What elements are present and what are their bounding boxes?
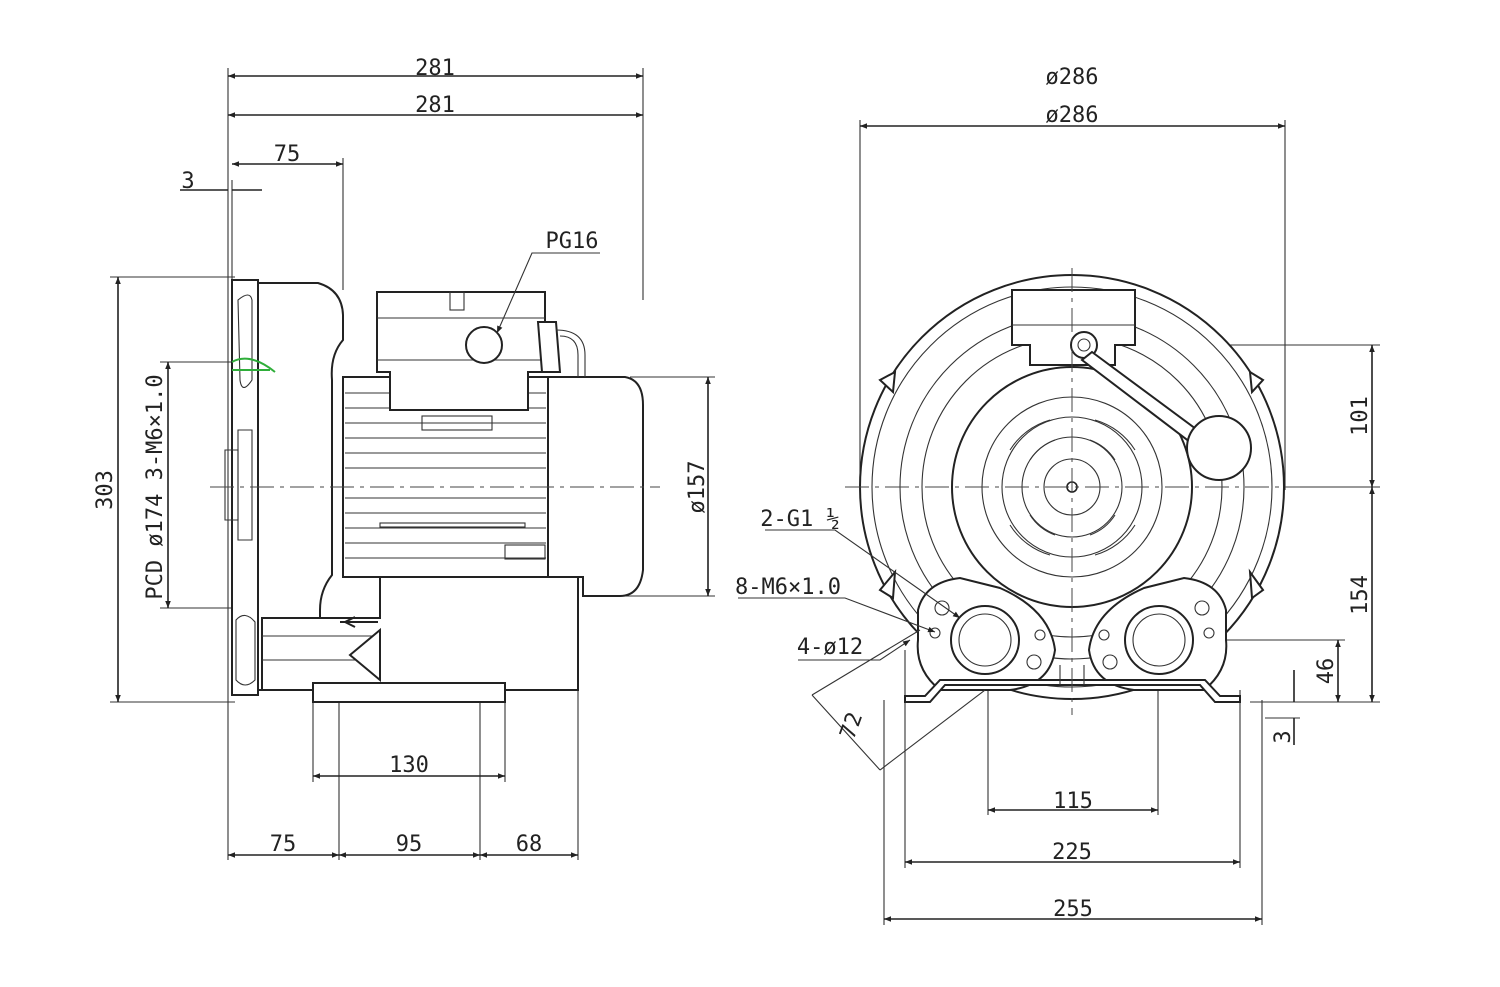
side-dimension-labels: 281 281 75 3 PG16 303 PCD ø174 3-M6×1.0 … bbox=[93, 56, 710, 857]
fan-grille bbox=[1009, 419, 1136, 556]
side-view: 281 281 75 3 PG16 303 PCD ø174 3-M6×1.0 … bbox=[93, 56, 715, 860]
dim-flange-holes: 8-M6×1.0 bbox=[735, 575, 841, 600]
dim-height: 303 bbox=[93, 470, 118, 510]
dim-flange-thickness: 3 bbox=[181, 169, 194, 194]
dim-base-width: 130 bbox=[389, 753, 429, 778]
front-dimension-labels: ø286 ø286 2-G1 ½ 8-M6×1.0 4-ø12 72 101 1… bbox=[735, 65, 1373, 922]
dim-diameter-top: ø286 bbox=[1046, 65, 1099, 90]
front-leaders bbox=[738, 529, 986, 771]
dim-flange-depth: 75 bbox=[274, 142, 301, 167]
dim-box-height: 101 bbox=[1348, 396, 1373, 436]
dim-center-height: 154 bbox=[1348, 575, 1373, 615]
terminal-box bbox=[376, 291, 586, 411]
dim-port-height: 46 bbox=[1314, 658, 1339, 685]
dim-foot-thickness: 3 bbox=[1271, 730, 1296, 743]
outlet-and-base bbox=[261, 576, 579, 703]
dim-offset-front: 75 bbox=[270, 832, 297, 857]
front-dimensions bbox=[860, 123, 1375, 922]
dim-offset-rear: 68 bbox=[516, 832, 543, 857]
front-terminal-box bbox=[1011, 289, 1252, 481]
dim-diameter: ø286 bbox=[1046, 103, 1099, 128]
dim-overall-length-top: 281 bbox=[415, 56, 455, 81]
front-center-lines bbox=[845, 268, 1300, 715]
dim-cable-gland: PG16 bbox=[546, 229, 599, 254]
dim-foot-width: 255 bbox=[1053, 897, 1093, 922]
front-extension-lines bbox=[859, 120, 1380, 925]
dim-hole-spacing: 95 bbox=[396, 832, 423, 857]
side-dimensions bbox=[115, 73, 711, 858]
side-extension-lines bbox=[110, 68, 715, 860]
dim-foot-spacing: 225 bbox=[1052, 840, 1092, 865]
ports-and-feet bbox=[904, 576, 1241, 703]
front-view: ø286 ø286 2-G1 ½ 8-M6×1.0 4-ø12 72 101 1… bbox=[735, 65, 1380, 925]
dim-port-spacing: 72 bbox=[836, 709, 869, 742]
dim-pcd: PCD ø174 3-M6×1.0 bbox=[143, 374, 168, 599]
dim-port-thread: 2-G1 ½ bbox=[760, 507, 839, 532]
gland-leader bbox=[496, 252, 600, 334]
dim-overall-length: 281 bbox=[415, 93, 455, 118]
dim-motor-diameter: ø157 bbox=[685, 461, 710, 514]
dim-mount-holes: 4-ø12 bbox=[797, 635, 863, 660]
dim-foot-inner: 115 bbox=[1053, 789, 1093, 814]
